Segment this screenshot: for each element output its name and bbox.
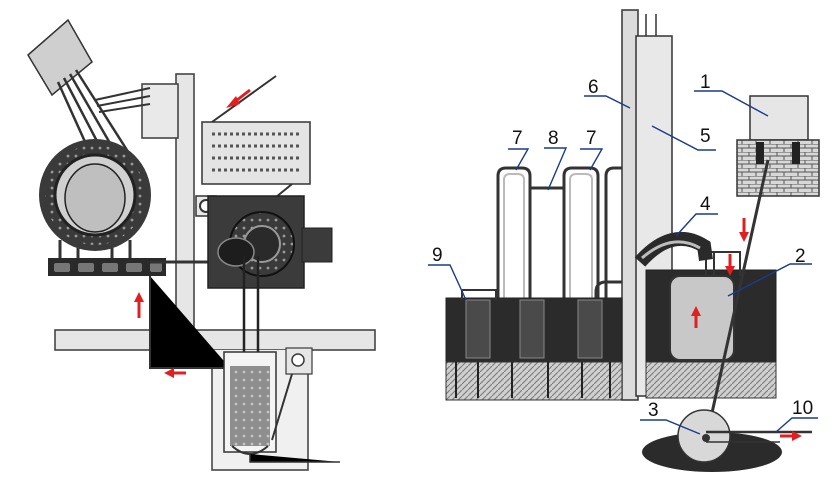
left-floor-beam: [54, 329, 376, 351]
left-condenser: [201, 75, 311, 203]
flow-arrow-icon: [691, 306, 701, 328]
leader-line: [428, 264, 467, 301]
callout-5: 5: [700, 126, 711, 147]
callout-8: 8: [548, 128, 559, 149]
callout-4: 4: [700, 194, 711, 215]
callout-2: 2: [795, 246, 806, 267]
callout-7-right: 7: [586, 128, 597, 149]
callout-10: 10: [792, 398, 813, 419]
callout-9: 9: [432, 245, 443, 266]
right-schematic: [445, 9, 820, 472]
flow-arrow-icon: [134, 292, 144, 318]
flow-arrow-icon: [226, 88, 251, 108]
leader-line: [651, 125, 716, 151]
left-pump-block: [207, 195, 333, 392]
condenser-base: [445, 289, 623, 401]
retort-chamber: [645, 251, 777, 399]
callout-7-left: 7: [512, 128, 523, 149]
shaft-top-lines: [645, 14, 657, 36]
flow-arrow-icon: [739, 218, 749, 242]
leader-line: [544, 147, 568, 191]
leader-line: [508, 148, 530, 171]
leader-line: [580, 148, 604, 171]
u-tube-assembly: [496, 166, 622, 330]
wheel-hub: [702, 434, 710, 442]
leader-line: [640, 419, 701, 435]
flow-arrow-icon: [164, 368, 186, 378]
left-hopper: [27, 18, 151, 176]
callout-1: 1: [700, 72, 711, 93]
left-burner-row: [48, 258, 166, 276]
left-return-pipe: [149, 276, 230, 369]
curved-pipe-highlight: [641, 240, 701, 260]
feed-rod: [704, 159, 770, 441]
leader-line: [584, 95, 631, 109]
leader-line: [675, 213, 718, 237]
left-ring-vessel: [39, 139, 151, 262]
callouts: 1 2 3 4 5 6 7 8 7 9 10: [428, 72, 818, 435]
left-lower-tank: [223, 351, 340, 463]
leader-line: [775, 417, 818, 433]
leader-line: [727, 263, 812, 297]
callout-3: 3: [648, 400, 659, 421]
leader-line: [694, 90, 769, 117]
flow-arrow-icon: [780, 431, 802, 441]
flow-arrow-icon: [725, 254, 735, 276]
left-pit-valve: [291, 353, 305, 367]
left-column-cap: [141, 83, 179, 139]
flow-arrows: [134, 88, 802, 441]
left-schematic: [27, 18, 376, 471]
callout-6: 6: [588, 77, 599, 98]
hopper-box: [736, 95, 820, 197]
